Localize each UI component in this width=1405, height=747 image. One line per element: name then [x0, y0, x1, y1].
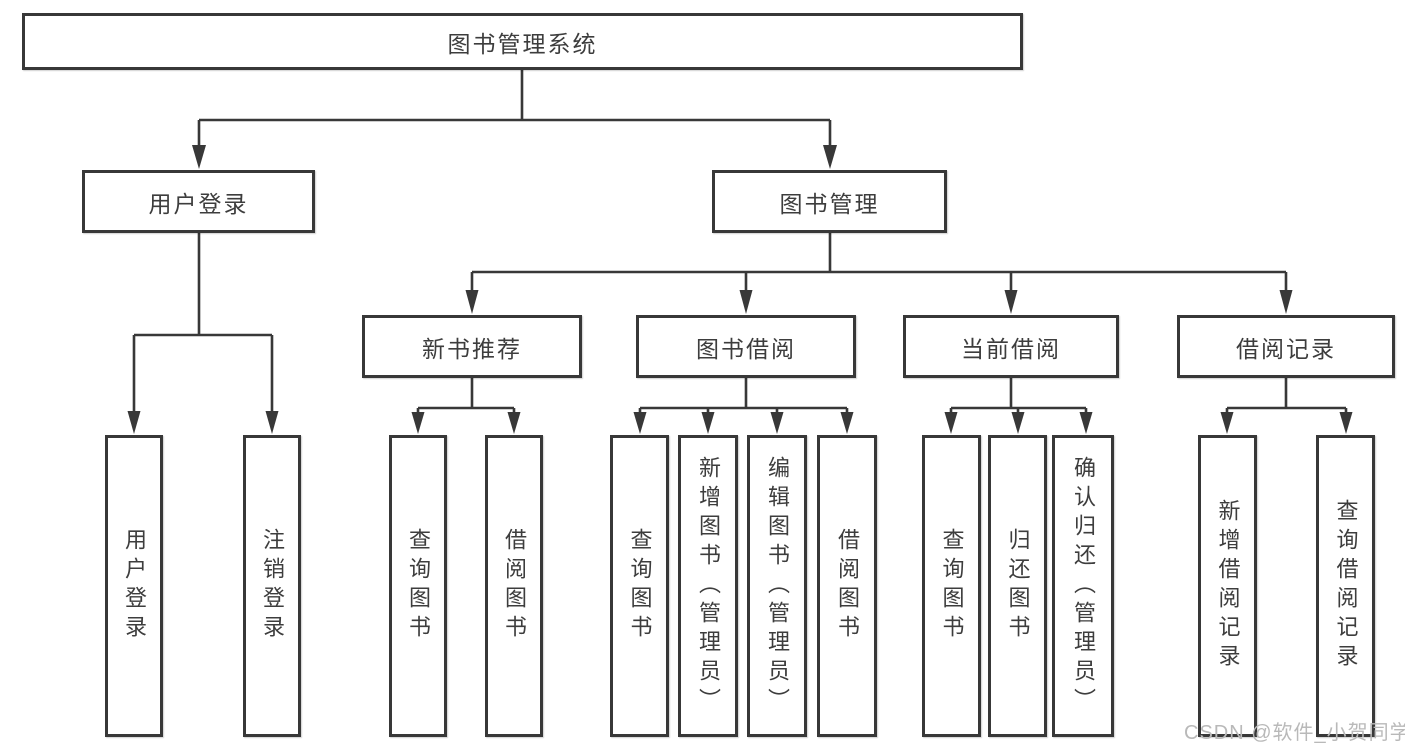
node-label: 借阅记录: [1236, 335, 1336, 362]
leaf-return-book: 归还图书: [988, 435, 1047, 737]
node-label: 查询借阅记录: [1333, 499, 1359, 673]
node-current-borrowing: 当前借阅: [903, 315, 1119, 378]
leaf-edit-book-admin: 编辑图书（管理员）: [747, 435, 807, 737]
leaf-query-books-recommend: 查询图书: [389, 435, 447, 737]
node-borrowing-records: 借阅记录: [1177, 315, 1395, 378]
node-new-book-recommendation: 新书推荐: [362, 315, 582, 378]
node-label: 注销登录: [260, 528, 285, 644]
node-label: 查询图书: [627, 528, 653, 644]
node-user-login: 用户登录: [82, 170, 315, 233]
node-label: 查询图书: [939, 528, 965, 644]
node-label: 图书管理: [779, 190, 880, 217]
node-label: 查询图书: [406, 528, 431, 644]
leaf-borrow-books: 借阅图书: [817, 435, 877, 737]
node-book-borrowing: 图书借阅: [636, 315, 856, 378]
node-label: 用户登录: [122, 528, 147, 644]
node-label: 当前借阅: [961, 335, 1061, 362]
leaf-confirm-return-admin: 确认归还（管理员）: [1052, 435, 1114, 737]
leaf-query-books-current: 查询图书: [922, 435, 981, 737]
node-library-management-system: 图书管理系统: [22, 13, 1023, 70]
node-label: 确认归还（管理员）: [1071, 455, 1096, 717]
leaf-add-book-admin: 新增图书（管理员）: [678, 435, 738, 737]
node-label: 新书推荐: [422, 335, 522, 362]
node-label: 借阅图书: [502, 528, 527, 644]
leaf-add-borrow-record: 新增借阅记录: [1198, 435, 1257, 737]
node-label: 图书管理系统: [447, 30, 598, 57]
leaf-user-login: 用户登录: [105, 435, 163, 737]
node-label: 用户登录: [148, 190, 249, 217]
node-book-management: 图书管理: [712, 170, 947, 233]
node-label: 借阅图书: [835, 528, 860, 644]
leaf-query-borrow-record: 查询借阅记录: [1316, 435, 1375, 737]
node-label: 归还图书: [1005, 528, 1031, 644]
node-label: 图书借阅: [696, 335, 796, 362]
csdn-watermark: CSDN @软件_小贺同学: [1184, 722, 1405, 744]
leaf-query-books-borrow: 查询图书: [610, 435, 669, 737]
node-label: 编辑图书（管理员）: [765, 455, 790, 717]
node-label: 新增借阅记录: [1215, 499, 1241, 673]
leaf-logout: 注销登录: [243, 435, 301, 737]
leaf-borrow-books-recommend: 借阅图书: [485, 435, 543, 737]
node-label: 新增图书（管理员）: [696, 455, 721, 717]
